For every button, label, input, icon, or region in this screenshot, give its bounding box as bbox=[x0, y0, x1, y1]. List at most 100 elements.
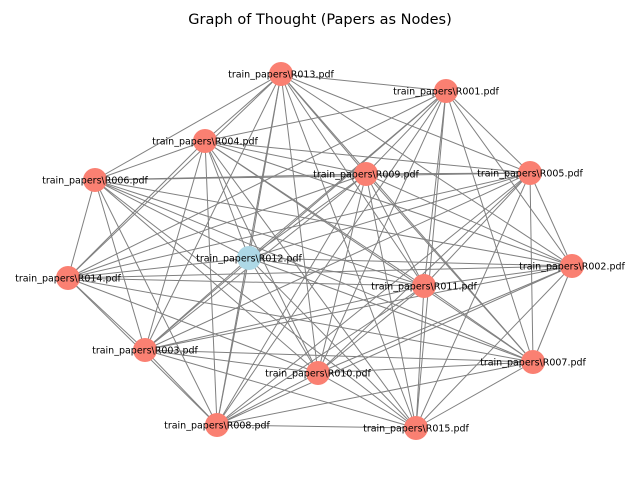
node-R007[interactable] bbox=[521, 350, 545, 374]
edge-R002-R007 bbox=[532, 265, 573, 363]
edge-R003-R010 bbox=[144, 349, 319, 374]
edge-R014-R011 bbox=[67, 277, 425, 287]
edge-R004-R005 bbox=[204, 140, 531, 174]
edge-R005-R006 bbox=[94, 172, 531, 181]
edge-R001-R003 bbox=[144, 90, 447, 351]
edge-R006-R002 bbox=[94, 179, 573, 267]
edge-R014-R007 bbox=[67, 277, 534, 363]
edge-R002-R011 bbox=[423, 265, 573, 287]
node-R001[interactable] bbox=[434, 79, 458, 103]
edge-R012-R014 bbox=[67, 257, 250, 279]
edge-R006-R010 bbox=[94, 179, 319, 374]
node-R009[interactable] bbox=[354, 162, 378, 186]
node-R003[interactable] bbox=[133, 338, 157, 362]
node-R011[interactable] bbox=[412, 274, 436, 298]
edge-R004-R012 bbox=[204, 140, 250, 259]
edge-R009-R015 bbox=[365, 173, 417, 429]
node-label-R001: train_papers\R001.pdf bbox=[393, 87, 499, 98]
edge-R009-R014 bbox=[67, 173, 367, 279]
edge-R012-R010 bbox=[248, 257, 319, 374]
labels-layer: train_papers\R013.pdftrain_papers\R001.p… bbox=[15, 70, 625, 435]
node-label-R015: train_papers\R015.pdf bbox=[363, 424, 469, 435]
edge-R005-R011 bbox=[423, 172, 531, 287]
node-label-R003: train_papers\R003.pdf bbox=[92, 346, 198, 357]
edge-R005-R012 bbox=[248, 172, 531, 259]
edge-R006-R014 bbox=[67, 179, 96, 279]
node-R004[interactable] bbox=[193, 129, 217, 153]
node-R002[interactable] bbox=[560, 254, 584, 278]
edge-R002-R015 bbox=[415, 265, 573, 429]
edge-R005-R008 bbox=[216, 172, 531, 426]
edge-R004-R008 bbox=[204, 140, 218, 426]
edge-R001-R007 bbox=[445, 90, 534, 363]
edge-R002-R014 bbox=[67, 265, 573, 279]
node-label-R008: train_papers\R008.pdf bbox=[164, 421, 270, 432]
node-label-R012: train_papers\R012.pdf bbox=[196, 254, 302, 265]
node-label-R006: train_papers\R006.pdf bbox=[42, 176, 148, 187]
edge-R003-R015 bbox=[144, 349, 417, 429]
edge-R001-R008 bbox=[216, 90, 447, 426]
node-R010[interactable] bbox=[306, 361, 330, 385]
edge-R005-R015 bbox=[415, 172, 531, 429]
node-R014[interactable] bbox=[56, 266, 80, 290]
edge-R010-R015 bbox=[317, 372, 417, 429]
edge-R001-R002 bbox=[445, 90, 573, 267]
edge-R004-R006 bbox=[94, 140, 206, 181]
edge-R003-R007 bbox=[144, 349, 534, 363]
edge-R004-R002 bbox=[204, 140, 573, 267]
edge-R003-R008 bbox=[144, 349, 218, 426]
edge-R001-R009 bbox=[365, 90, 447, 175]
edge-R004-R003 bbox=[144, 140, 206, 351]
edge-R009-R007 bbox=[365, 173, 534, 363]
node-label-R010: train_papers\R010.pdf bbox=[265, 369, 371, 380]
edge-R005-R003 bbox=[144, 172, 531, 351]
edge-R002-R003 bbox=[144, 265, 573, 351]
edge-R011-R010 bbox=[317, 285, 425, 374]
node-R008[interactable] bbox=[205, 413, 229, 437]
node-label-R011: train_papers\R011.pdf bbox=[371, 282, 477, 293]
node-R006[interactable] bbox=[83, 168, 107, 192]
edge-R014-R010 bbox=[67, 277, 319, 374]
node-label-R005: train_papers\R005.pdf bbox=[477, 169, 583, 180]
edge-R013-R011 bbox=[280, 73, 425, 287]
edge-R005-R007 bbox=[529, 172, 534, 363]
edge-R001-R014 bbox=[67, 90, 447, 279]
node-R012[interactable] bbox=[237, 246, 261, 270]
node-R013[interactable] bbox=[269, 62, 293, 86]
edge-R005-R002 bbox=[529, 172, 573, 267]
edge-R011-R007 bbox=[423, 285, 534, 363]
edge-R012-R003 bbox=[144, 257, 250, 351]
edge-R007-R008 bbox=[216, 361, 534, 426]
edge-R013-R002 bbox=[280, 73, 573, 267]
edge-R007-R015 bbox=[415, 361, 534, 429]
edge-R009-R011 bbox=[365, 173, 425, 287]
edge-R006-R015 bbox=[94, 179, 417, 429]
edge-R009-R010 bbox=[317, 173, 367, 374]
node-R015[interactable] bbox=[404, 416, 428, 440]
edge-R006-R011 bbox=[94, 179, 425, 287]
edge-R010-R008 bbox=[216, 372, 319, 426]
edge-R004-R015 bbox=[204, 140, 417, 429]
edge-R013-R014 bbox=[67, 73, 282, 279]
edge-R006-R003 bbox=[94, 179, 146, 351]
edge-R001-R004 bbox=[204, 90, 447, 142]
edge-R008-R015 bbox=[216, 424, 417, 429]
edge-R009-R012 bbox=[248, 173, 367, 259]
edge-R011-R003 bbox=[144, 285, 425, 351]
edge-R001-R011 bbox=[423, 90, 447, 287]
node-R005[interactable] bbox=[518, 161, 542, 185]
edge-R012-R002 bbox=[248, 257, 573, 267]
edge-R004-R009 bbox=[204, 140, 367, 175]
edge-R012-R008 bbox=[216, 257, 250, 426]
edge-R006-R008 bbox=[94, 179, 218, 426]
edges-layer bbox=[67, 73, 573, 429]
edge-R002-R008 bbox=[216, 265, 573, 426]
edge-R005-R014 bbox=[67, 172, 531, 279]
edge-R002-R010 bbox=[317, 265, 573, 374]
node-label-R009: train_papers\R009.pdf bbox=[313, 170, 419, 181]
edge-R007-R010 bbox=[317, 361, 534, 374]
edge-R005-R010 bbox=[317, 172, 531, 374]
edge-R013-R001 bbox=[280, 73, 447, 92]
